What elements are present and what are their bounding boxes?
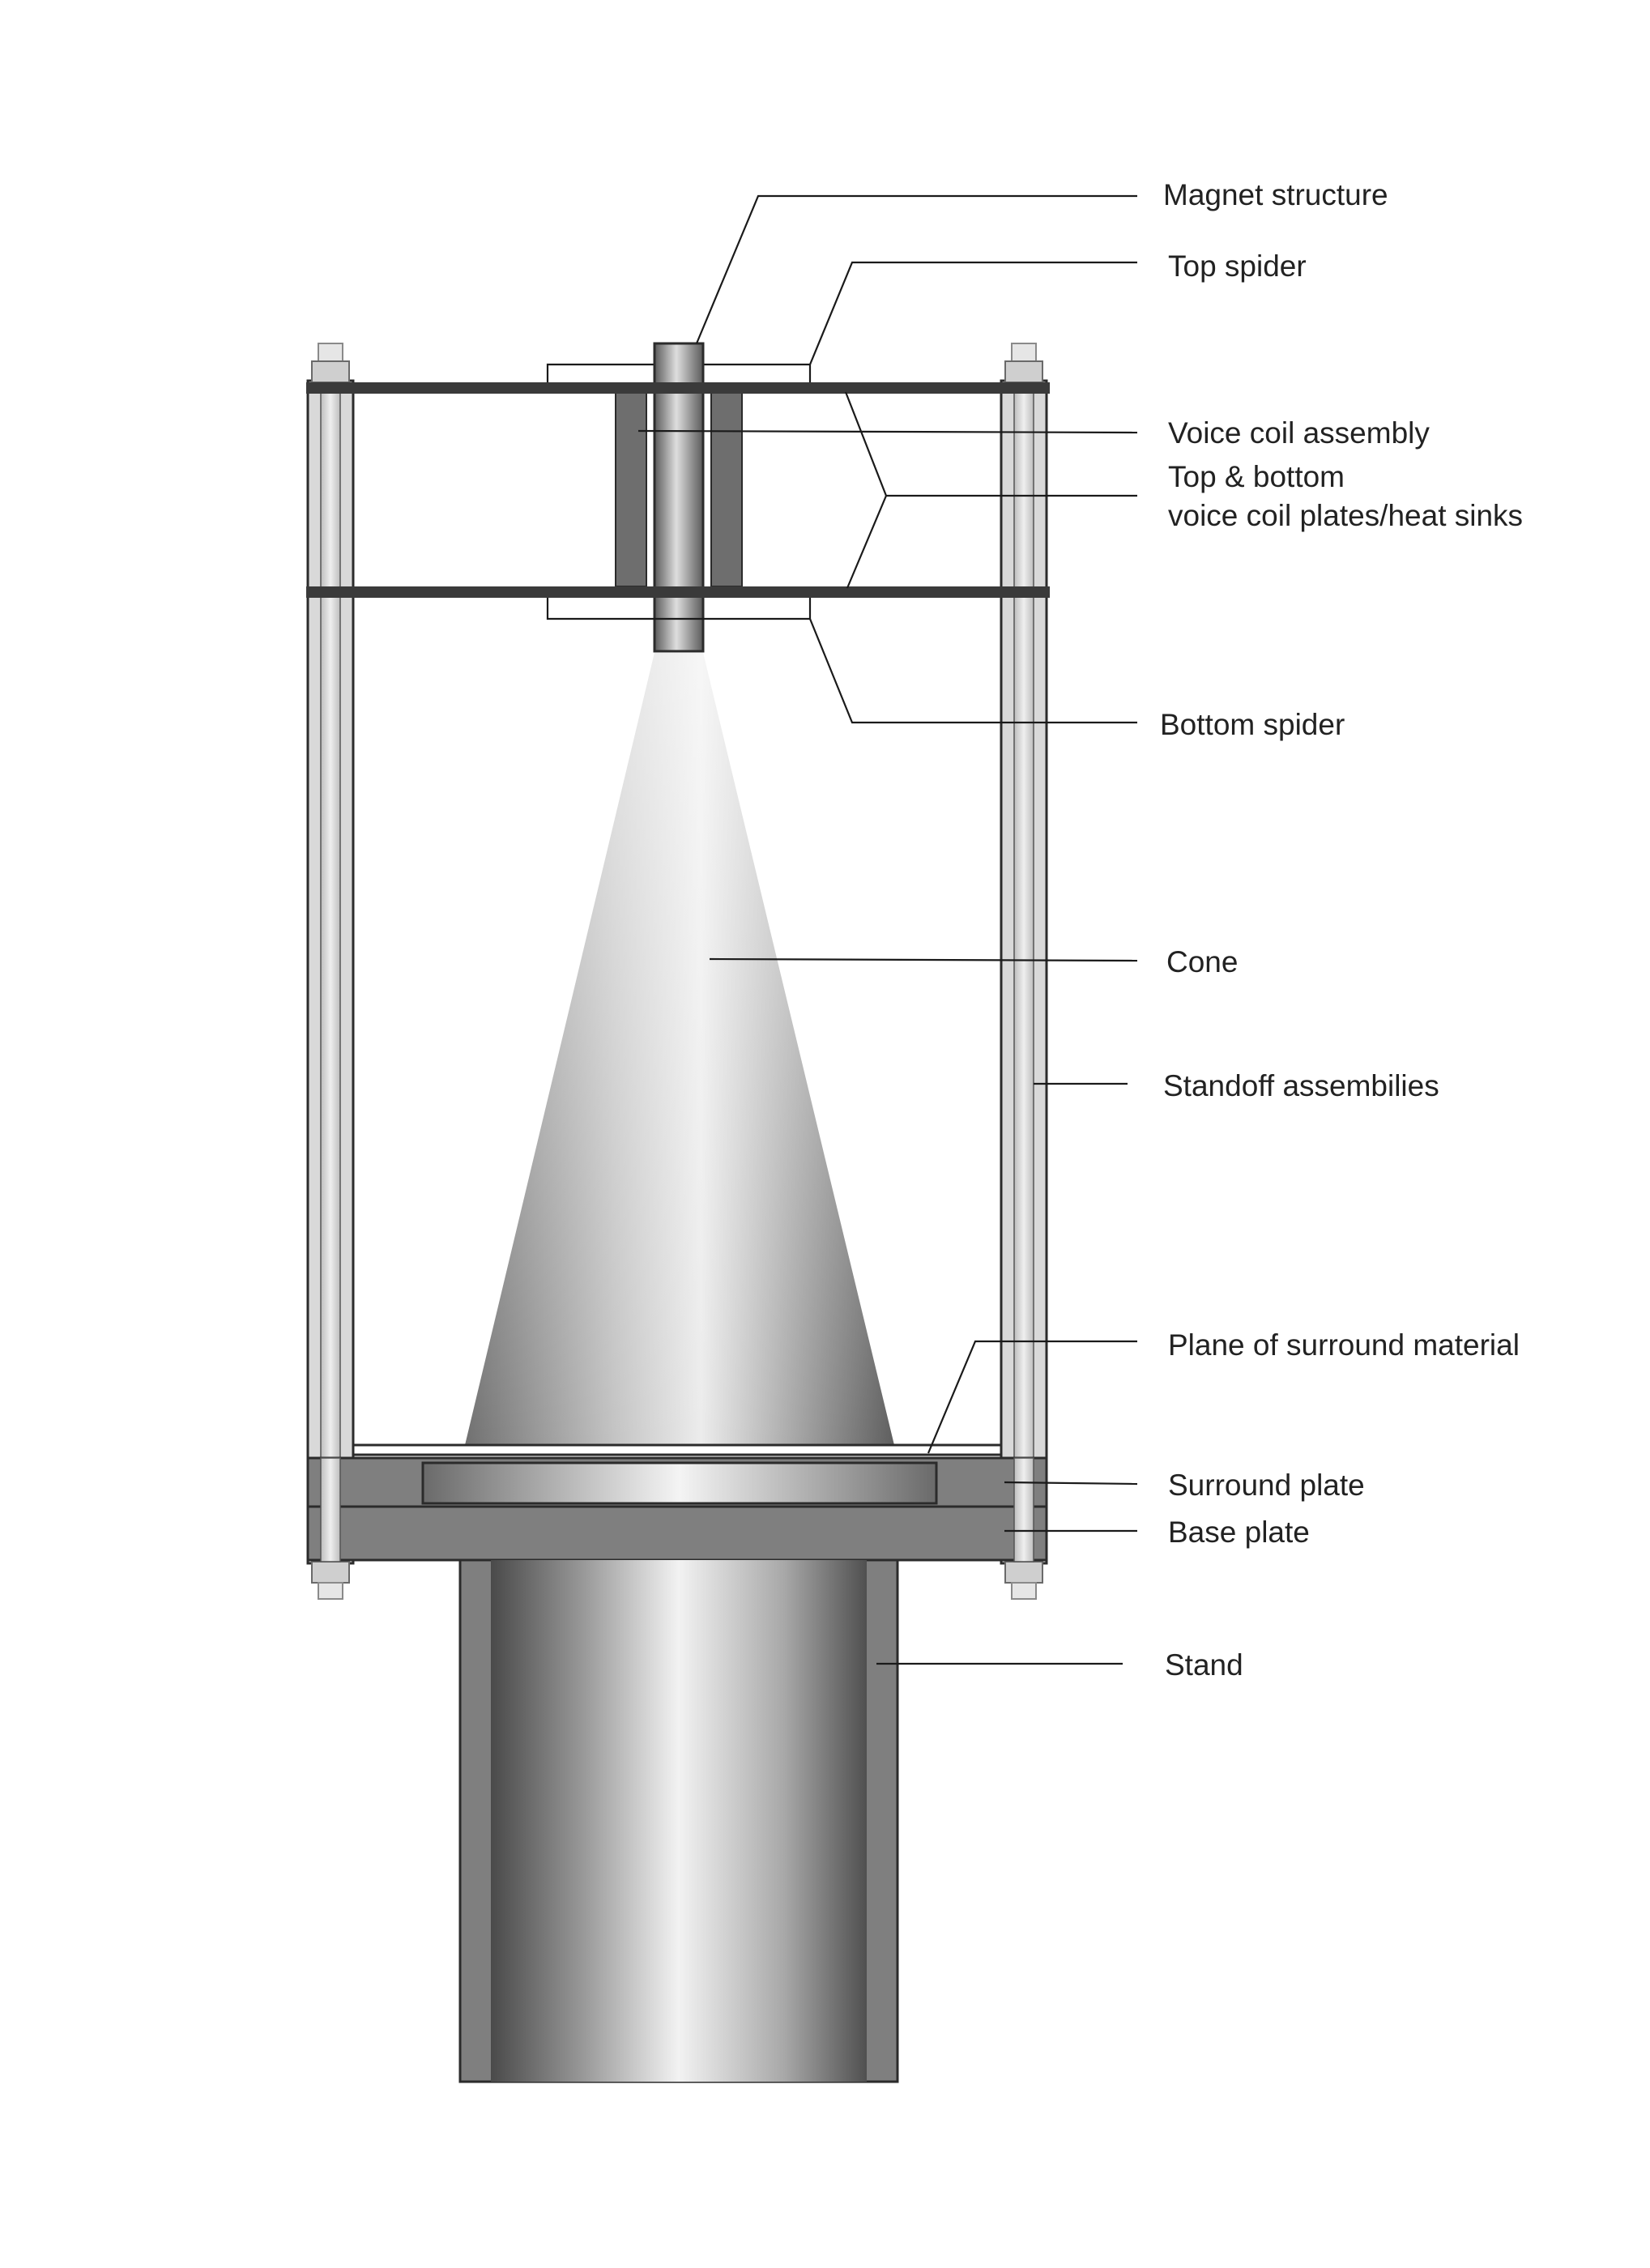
stand bbox=[458, 1558, 899, 2083]
leader-magnet-structure bbox=[695, 194, 1137, 344]
standoff-rod-overlay bbox=[320, 1457, 1034, 1562]
label-voice-coil-assembly: Voice coil assembly bbox=[1168, 416, 1430, 450]
surround-plate bbox=[306, 1456, 1048, 1508]
top-voice-coil-plate bbox=[306, 382, 1050, 394]
leader-cone bbox=[709, 957, 1138, 962]
label-magnet-structure: Magnet structure bbox=[1163, 178, 1388, 211]
leader-surround-plate bbox=[1004, 1481, 1138, 1486]
leader-lines bbox=[637, 194, 1138, 1665]
base-plate bbox=[306, 1505, 1048, 1562]
label-surround-plate: Surround plate bbox=[1168, 1469, 1365, 1502]
label-top-spider: Top spider bbox=[1168, 249, 1307, 283]
bottom-voice-coil-plate bbox=[306, 586, 1050, 598]
standoff-right bbox=[1000, 343, 1048, 1600]
labels: Magnet structure Top spider Voice coil a… bbox=[1160, 178, 1523, 1682]
label-bottom-spider: Bottom spider bbox=[1160, 708, 1345, 741]
bottom-spider bbox=[546, 598, 812, 620]
label-plates-line2: voice coil plates/heat sinks bbox=[1168, 499, 1523, 532]
surround-material-plane bbox=[352, 1443, 1003, 1456]
leader-plates bbox=[844, 391, 1137, 589]
label-plane-of-surround: Plane of surround material bbox=[1168, 1328, 1520, 1362]
label-cone: Cone bbox=[1166, 945, 1238, 978]
leader-bottom-spider bbox=[808, 618, 1137, 724]
leader-top-spider bbox=[808, 261, 1137, 365]
leader-voice-coil bbox=[637, 429, 1138, 434]
magnet-structure bbox=[653, 342, 705, 653]
cone bbox=[465, 653, 894, 1445]
label-plates-line1: Top & bottom bbox=[1168, 460, 1345, 493]
leader-surround-plane bbox=[927, 1340, 1137, 1454]
label-stand: Stand bbox=[1165, 1648, 1243, 1682]
label-standoff-assemblies: Standoff assembilies bbox=[1163, 1069, 1439, 1102]
label-base-plate: Base plate bbox=[1168, 1516, 1310, 1549]
standoff-left bbox=[306, 343, 355, 1600]
